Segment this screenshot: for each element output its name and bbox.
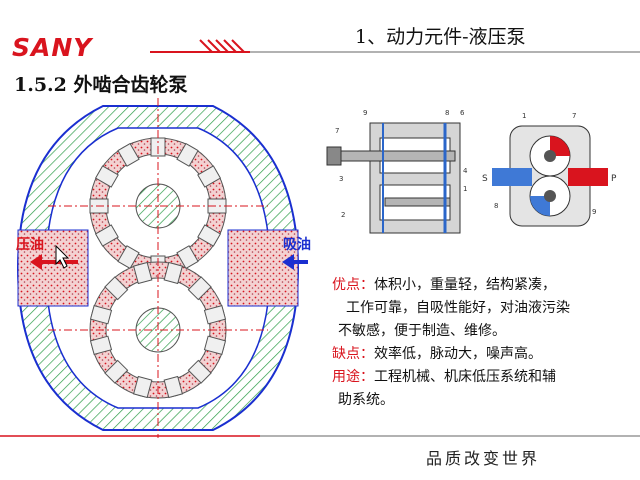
callout-left-8: 8 [445,109,449,117]
footer-decoration [0,435,640,437]
longitudinal-section-figure: 9 8 6 7 3 4 1 2 [325,103,475,243]
advantages-label: 优点： [332,277,374,293]
mouse-cursor-icon [55,244,70,269]
gear-pump-diagram [16,98,308,438]
disadvantages-label: 缺点： [332,346,374,362]
callout-right-7: 7 [572,112,576,120]
callout-left-1: 1 [463,185,467,193]
features-text: 优点：体积小，重量轻，结构紧凑， 工作可靠，自吸性能好，对油液污染 不敏感，便于… [332,274,570,412]
callout-left-6: 6 [460,109,465,117]
callout-right-1: 1 [522,112,526,120]
inlet-label: 吸油 [283,237,311,253]
callout-left-3: 3 [339,175,343,183]
advantages-line2: 工作可靠，自吸性能好，对油液污染 [346,300,570,316]
sany-logo: SANY [12,33,93,62]
disadvantages-text: 效率低，脉动大，噪声高。 [374,346,542,362]
callout-left-7: 7 [335,127,339,135]
inlet-arrow [282,254,308,270]
section-subtitle: 1.5.2 外啮合齿轮泵 [14,74,188,96]
uses-line1: 工程机械、机床低压系统和辅 [374,369,556,385]
uses-label: 用途： [332,369,374,385]
advantages-row: 优点：体积小，重量轻，结构紧凑， [332,274,570,297]
disadvantages-row: 缺点：效率低，脉动大，噪声高。 [332,343,570,366]
inlet-port [227,229,299,307]
callout-left-4: 4 [463,167,468,175]
footer-slogan: 品质改变世界 [426,449,541,468]
uses-row: 用途：工程机械、机床低压系统和辅 [332,366,570,389]
outlet-port [17,229,89,307]
outlet-label: 压油 [16,237,44,253]
callout-left-2: 2 [341,211,345,219]
callout-right-9: 9 [592,208,596,216]
uses-line2: 助系统。 [338,392,394,408]
page-title: 1、动力元件-液压泵 [355,26,526,48]
callout-right-P: P [611,174,617,184]
callout-right-8: 8 [494,202,498,210]
header-decoration [150,39,640,53]
callout-left-9: 9 [363,109,367,117]
callout-right-S: S [482,174,488,184]
advantages-line1: 体积小，重量轻，结构紧凑， [374,277,556,293]
cross-section-figure: 1 7 S P 8 9 [480,106,620,236]
advantages-line3: 不敏感，便于制造、维修。 [338,323,506,339]
